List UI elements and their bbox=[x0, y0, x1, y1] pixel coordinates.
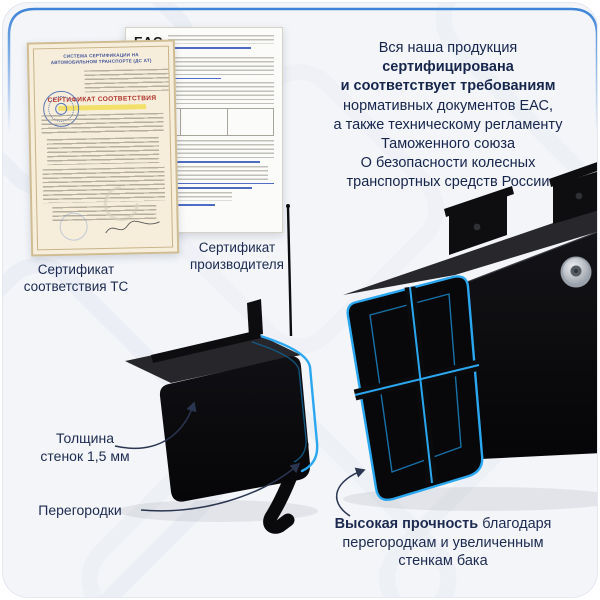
cut-section-front-face bbox=[159, 356, 311, 502]
certificate-ts: СИСТЕМА СЕРТИФИКАЦИИ НА АВТОМОБИЛЬНОМ ТР… bbox=[26, 39, 180, 257]
cut-section-blue-edge bbox=[255, 333, 319, 473]
breather-pipe bbox=[286, 204, 293, 337]
watermark-swirl bbox=[103, 186, 139, 222]
cut-section-inner-edge bbox=[251, 341, 307, 463]
baffle-cross bbox=[353, 286, 481, 484]
intro-text-block: Вся наша продукция сертифицирована и соо… bbox=[306, 39, 590, 193]
callout-wall-thickness: Толщина стенок 1,5 мм bbox=[40, 430, 130, 464]
tank-edge-highlight bbox=[466, 231, 597, 283]
text-lines bbox=[134, 191, 232, 201]
text-line bbox=[134, 161, 260, 163]
intro-line: Вся наша продукция bbox=[378, 40, 518, 56]
caption-certificate-manufacturer: Сертификат производителя bbox=[190, 240, 284, 272]
caption-certificate-ts: Сертификат соответствия ТС bbox=[23, 262, 129, 294]
mounting-bracket bbox=[549, 162, 597, 224]
intro-line: нормативных документов ЕАС, bbox=[343, 97, 553, 114]
text-line bbox=[134, 187, 252, 189]
tank-main-body bbox=[343, 162, 597, 502]
cut-wall-inner-edge bbox=[369, 293, 462, 473]
intro-line: О безопасности колесных bbox=[360, 155, 536, 172]
signature bbox=[105, 220, 160, 234]
certificate-ts-body: СИСТЕМА СЕРТИФИКАЦИИ НА АВТОМОБИЛЬНОМ ТР… bbox=[32, 45, 174, 251]
intro-line: сертифицирована bbox=[382, 59, 514, 76]
intro-line: транспортных средств России bbox=[346, 174, 550, 191]
fuel-filler-cap bbox=[560, 256, 592, 288]
callout-arrows bbox=[114, 401, 366, 517]
arrow-baffles bbox=[140, 462, 301, 512]
cut-wall-outer-edge bbox=[346, 275, 484, 502]
mounting-bracket bbox=[151, 299, 263, 363]
callout-strength: Высокая прочность благодаря перегородкам… bbox=[334, 516, 552, 569]
tank-front-face bbox=[467, 232, 597, 459]
arrow-wall-thickness bbox=[114, 401, 197, 450]
cut-section-top-face bbox=[125, 333, 301, 383]
text-line bbox=[134, 182, 274, 185]
tank-top-face bbox=[343, 208, 597, 295]
arrow-strength bbox=[336, 467, 366, 517]
intro-line: и соответствует требованиям bbox=[340, 78, 556, 95]
intro-line: Таможенного союза bbox=[380, 136, 516, 153]
callout-baffles: Перегородки bbox=[38, 502, 122, 518]
tank-cut-face bbox=[346, 275, 484, 502]
mounting-bracket bbox=[444, 186, 514, 255]
fuel-tank-render bbox=[118, 162, 597, 534]
intro-line: а также техническому регламенту bbox=[333, 116, 563, 133]
tank-cut-section bbox=[125, 204, 319, 502]
